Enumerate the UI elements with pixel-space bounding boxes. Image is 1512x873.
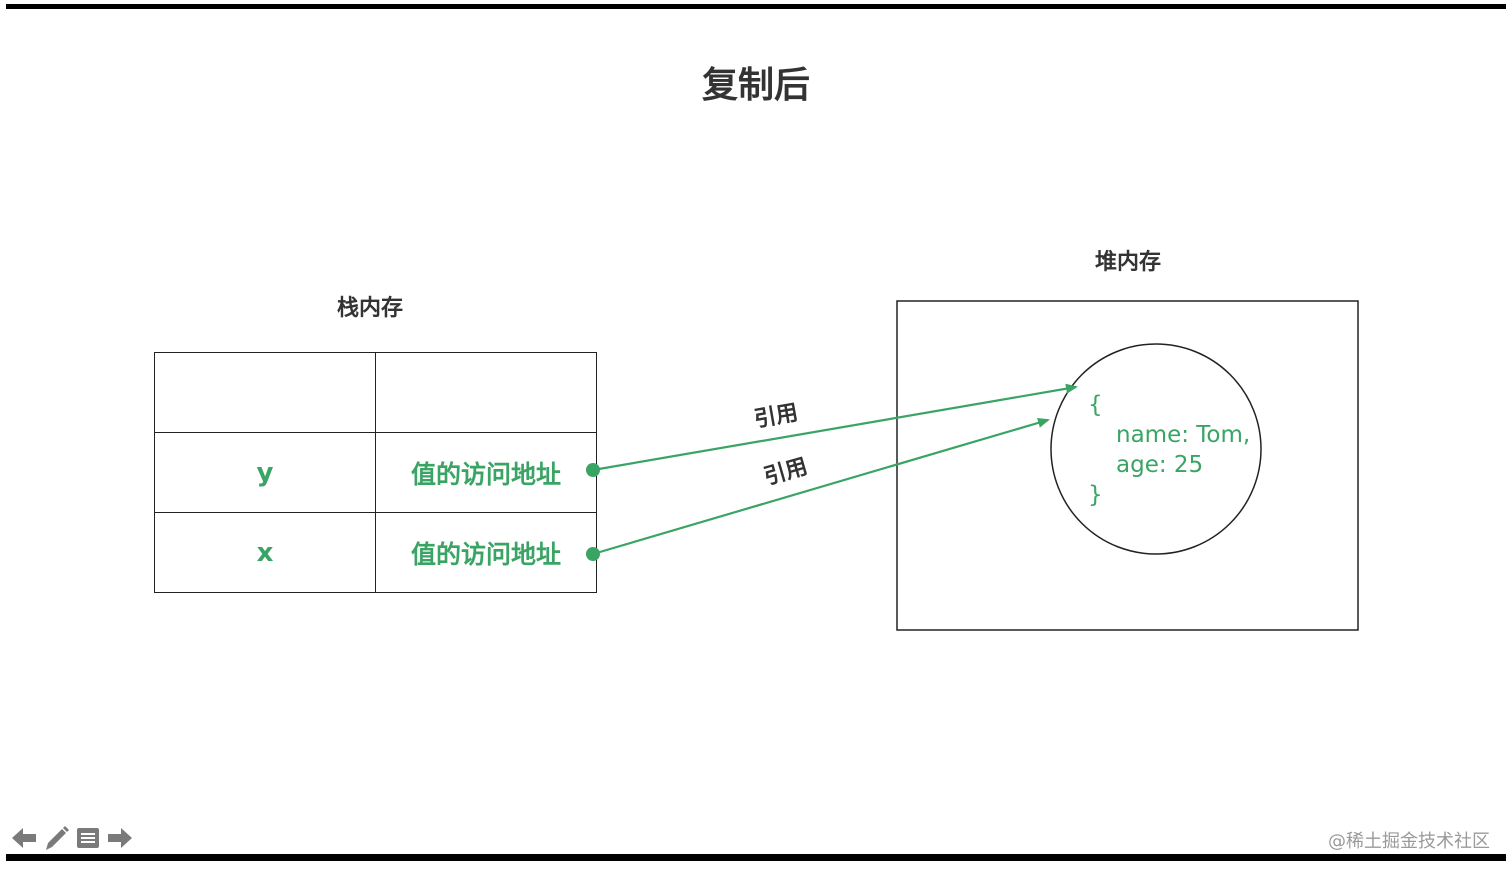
- reference-origin-dot-y: [586, 463, 600, 477]
- heap-memory-label: 堆内存: [1094, 250, 1161, 275]
- stack-row-empty: [154, 352, 597, 433]
- object-close-brace: }: [1088, 482, 1103, 508]
- menu-icon[interactable]: [74, 824, 102, 852]
- object-open-brace: {: [1088, 392, 1103, 418]
- slide-navigation: [10, 822, 134, 854]
- watermark: @稀土掘金技术社区: [1328, 831, 1490, 852]
- stack-memory-label: 栈内存: [336, 296, 403, 321]
- stack-var-x: x: [154, 512, 376, 593]
- top-border: [6, 4, 1506, 9]
- stack-value-cell: [375, 352, 597, 433]
- stack-var-y: y: [154, 432, 376, 513]
- reference-origin-dot-x: [586, 547, 600, 561]
- object-name-line: name: Tom,: [1116, 422, 1251, 448]
- object-age-line: age: 25: [1116, 452, 1204, 478]
- arrow-left-icon[interactable]: [10, 824, 38, 852]
- heap-object-circle: [1050, 343, 1262, 555]
- slide-title: 复制后: [701, 65, 810, 106]
- stack-memory-table: y 值的访问地址 x 值的访问地址: [154, 352, 597, 593]
- reference-arrow-y: [592, 383, 1078, 472]
- stack-row-y: y 值的访问地址: [154, 432, 597, 513]
- pencil-icon[interactable]: [42, 824, 70, 852]
- heap-object-literal: { name: Tom, age: 25 }: [1088, 390, 1250, 510]
- arrow-right-icon[interactable]: [106, 824, 134, 852]
- reference-arrow-x: [592, 418, 1050, 556]
- bottom-border: [6, 854, 1506, 861]
- stack-address-y: 值的访问地址: [375, 432, 597, 513]
